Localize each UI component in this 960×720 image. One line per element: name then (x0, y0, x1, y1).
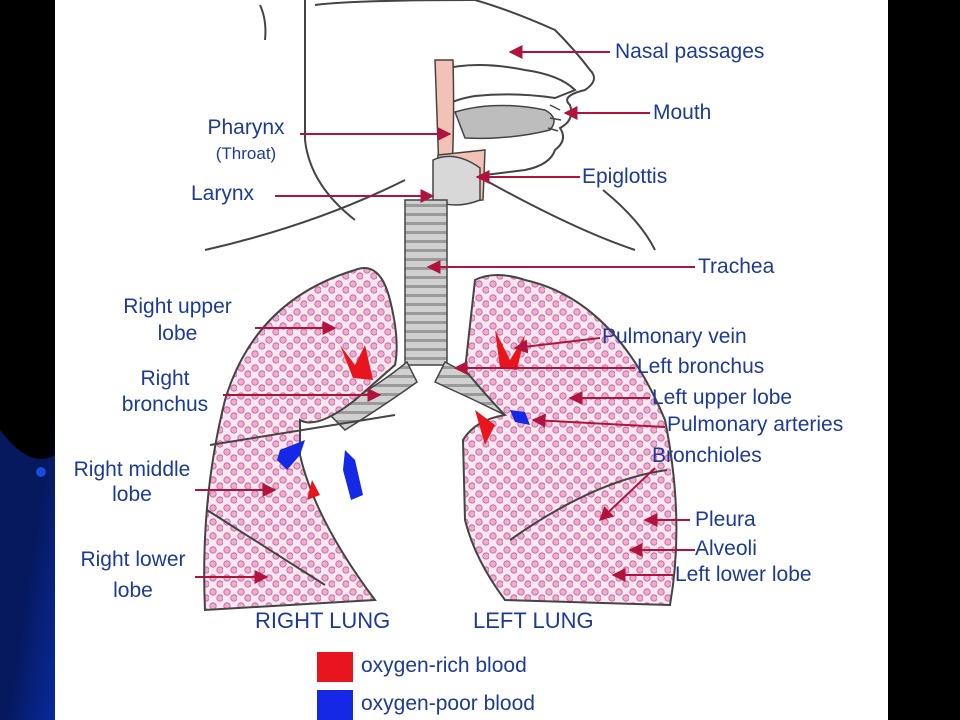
label-right-middle-lobe-1: Right middle (73, 458, 191, 481)
pulmonary-artery-right-2 (343, 450, 363, 500)
right-lung-title: RIGHT LUNG (255, 608, 391, 633)
pulmonary-artery-left (510, 410, 530, 425)
slide-bullet (36, 467, 46, 477)
pulmonary-vein-left (495, 330, 525, 370)
head-outline (204, 0, 656, 251)
nasal-cavity (439, 64, 577, 113)
left-lung-title: LEFT LUNG (473, 608, 594, 633)
label-pharynx: Pharynx (207, 116, 285, 139)
label-bronchioles: Bronchioles (652, 444, 762, 467)
label-left-lower-lobe: Left lower lobe (675, 563, 812, 586)
label-right-bronchus-2: bronchus (121, 393, 209, 416)
label-throat: (Throat) (215, 144, 277, 163)
label-epiglottis: Epiglottis (582, 165, 668, 188)
artery-red-right (307, 480, 320, 500)
oxygen-rich-swatch (317, 652, 353, 682)
label-pulmonary-vein: Pulmonary vein (602, 325, 747, 348)
trachea (404, 199, 448, 366)
legend-oxygen-poor: oxygen-poor blood (361, 692, 535, 715)
label-pulmonary-arteries: Pulmonary arteries (667, 413, 844, 436)
label-right-lower-lobe-2: lobe (113, 579, 153, 602)
label-left-upper-lobe: Left upper lobe (652, 386, 793, 409)
respiratory-illustration (195, 0, 695, 720)
label-right-bronchus-1: Right (140, 367, 190, 390)
right-lung (203, 267, 398, 612)
label-alveoli: Alveoli (695, 537, 757, 560)
pulmonary-vein-right (340, 345, 373, 380)
pointer-lines (195, 45, 695, 584)
respiratory-diagram: Nasal passages Mouth Pharynx (Throat) La… (55, 0, 888, 720)
label-nasal-passages: Nasal passages (615, 40, 765, 63)
label-pleura: Pleura (695, 508, 756, 531)
label-mouth: Mouth (653, 101, 712, 124)
label-larynx: Larynx (191, 182, 255, 205)
tongue (454, 104, 555, 140)
label-right-middle-lobe-2: lobe (112, 483, 152, 506)
label-right-upper-lobe-1: Right upper (123, 295, 232, 318)
larynx (432, 155, 481, 206)
face-profile (474, 0, 595, 176)
label-trachea: Trachea (698, 255, 775, 278)
label-right-upper-lobe-2: lobe (157, 322, 198, 345)
oxygen-poor-swatch (317, 690, 353, 720)
label-right-lower-lobe-1: Right lower (80, 548, 186, 571)
pulmonary-artery-right-1 (277, 440, 305, 470)
legend-oxygen-rich: oxygen-rich blood (361, 654, 527, 677)
artery-red-left (475, 410, 495, 445)
label-left-bronchus: Left bronchus (637, 355, 765, 378)
